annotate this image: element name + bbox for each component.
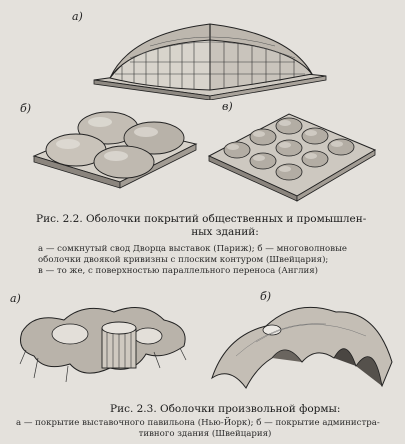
figure-2-2-label-b: б) [20,102,32,115]
parallel-translation-shell-illustration [207,113,377,202]
figure-2-2-legend-line3: в — то же, с поверхностью параллельного … [38,266,319,276]
figure-2-3-caption: Рис. 2.3. Оболочки произвольной формы: [110,403,341,415]
multiwave-shell-illustration [32,111,198,189]
figure-2-2-label-v: в) [222,100,233,113]
exhibition-pavilion-illustration [19,307,187,383]
figure-2-3-legend-line1: а — покрытие выставочного павильона (Нью… [16,418,380,428]
figure-2-3-legend-line2: тивного здания (Швейцария) [138,429,272,439]
cloister-vault-illustration [93,23,327,100]
figure-2-2-caption-line1: Рис. 2.2. Оболочки покрытий общественных… [36,213,367,225]
figure-2-2-label-a: а) [72,10,83,23]
figure-2-2-caption-line2: ных зданий: [191,226,259,238]
figure-2-3-label-b: б) [260,290,272,303]
figure-2-2-legend-line1: а — сомкнутый свод Дворца выставок (Пари… [38,244,347,254]
administrative-building-shell-illustration [211,306,393,389]
figure-2-2-legend-line2: оболочки двоякой кривизны с плоским конт… [38,255,329,265]
figure-2-3-label-a: а) [10,292,21,305]
